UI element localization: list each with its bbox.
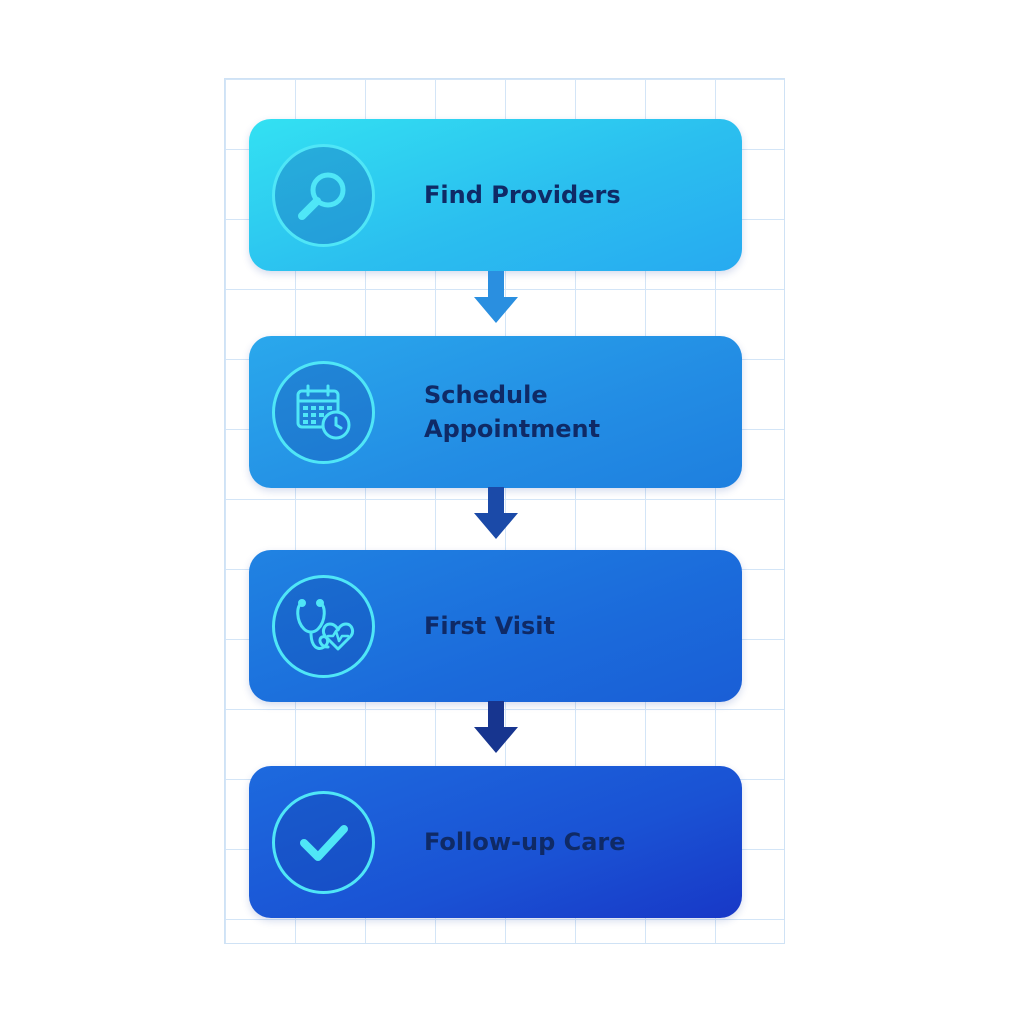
checkmark-icon — [272, 791, 375, 894]
stethoscope-heart-icon — [272, 575, 375, 678]
down-arrow-icon — [472, 487, 520, 541]
step-find-providers[interactable]: Find Providers — [249, 119, 742, 271]
step-label: First Visit — [424, 612, 555, 640]
calendar-clock-icon — [272, 361, 375, 464]
step-label: Follow-up Care — [424, 828, 626, 856]
down-arrow-icon — [472, 271, 520, 325]
magnifier-icon — [272, 144, 375, 247]
step-label: Find Providers — [424, 181, 621, 209]
step-follow-up-care[interactable]: Follow-up Care — [249, 766, 742, 918]
step-label: Schedule Appointment — [424, 381, 601, 443]
step-schedule-appointment[interactable]: Schedule Appointment — [249, 336, 742, 488]
step-first-visit[interactable]: First Visit — [249, 550, 742, 702]
down-arrow-icon — [472, 701, 520, 755]
